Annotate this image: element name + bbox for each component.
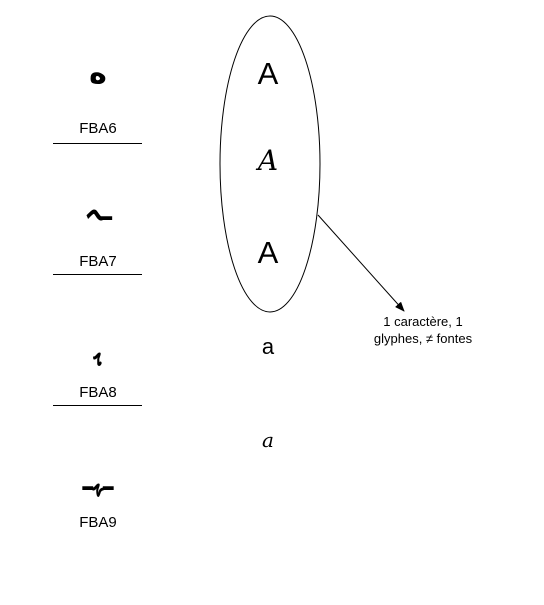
arabic-glyph-1: ﻩ bbox=[89, 56, 107, 91]
latin-glyph-a-sans: a bbox=[261, 334, 275, 359]
separator-rule-1 bbox=[53, 143, 142, 144]
code-label-2: FBA7 bbox=[79, 253, 117, 270]
latin-glyph-A-sans-1: A bbox=[257, 56, 279, 91]
annotation-arrow bbox=[317, 214, 405, 312]
separator-rule-2 bbox=[53, 274, 142, 275]
grouping-ellipse bbox=[219, 15, 321, 313]
code-label-3: FBA8 bbox=[79, 384, 117, 401]
latin-glyph-a-script: a bbox=[262, 428, 274, 452]
code-label-1: FBA6 bbox=[79, 120, 117, 137]
annotation-line-2: glyphes, ≠ fontes bbox=[373, 331, 473, 346]
code-label-4: FBA9 bbox=[79, 514, 117, 531]
latin-glyph-A-script: A bbox=[257, 144, 279, 177]
annotation-label: 1 caractère, 1 glyphes, ≠ fontes bbox=[348, 313, 498, 347]
annotation-line-1: 1 caractère, 1 bbox=[383, 314, 463, 329]
latin-glyph-A-sans-2: A bbox=[257, 235, 279, 270]
arabic-glyph-3: ﮨ bbox=[93, 332, 103, 367]
arabic-glyph-4: ـﮩـ bbox=[82, 463, 114, 498]
separator-rule-3 bbox=[53, 405, 142, 406]
arabic-glyph-2: ـہ bbox=[84, 193, 112, 228]
